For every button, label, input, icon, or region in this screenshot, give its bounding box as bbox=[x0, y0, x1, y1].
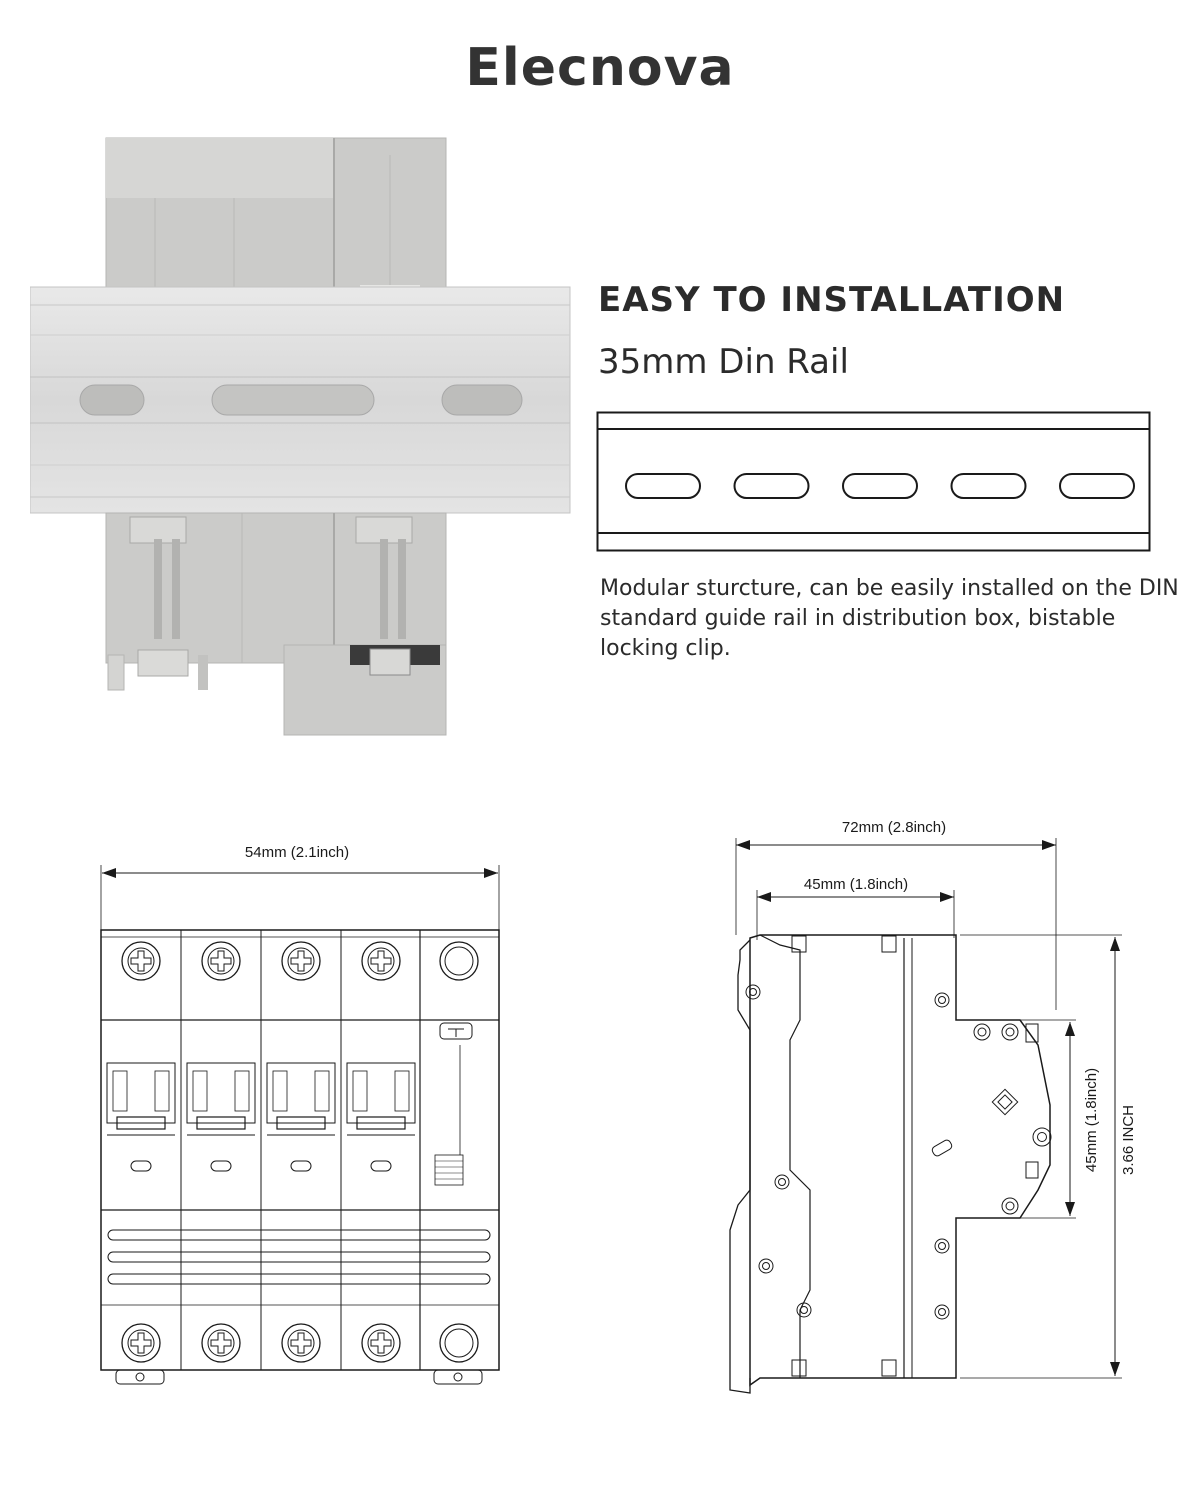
rail-slot bbox=[733, 473, 810, 499]
breaker-pole bbox=[180, 930, 256, 1370]
side-total-depth-label: 72mm (2.8inch) bbox=[842, 819, 946, 836]
front-width-label: 54mm (2.1inch) bbox=[245, 844, 349, 861]
breaker-pole bbox=[260, 930, 336, 1370]
side-total-height-label: 3.66 INCH bbox=[1120, 1105, 1137, 1175]
rail-slot bbox=[842, 473, 918, 499]
product-photo bbox=[30, 137, 571, 736]
brand-logo: Elecnova bbox=[465, 38, 735, 98]
rail-slot bbox=[625, 473, 701, 499]
feature-subheading: 35mm Din Rail bbox=[598, 342, 849, 382]
breaker-pole bbox=[340, 930, 416, 1370]
feature-description: Modular sturcture, can be easily install… bbox=[600, 576, 1179, 661]
side-view-drawing: 72mm (2.8inch) 45mm (1.8inch) bbox=[729, 819, 1137, 1394]
din-rail-diagram bbox=[596, 411, 1151, 552]
breaker-pole bbox=[106, 941, 176, 1363]
rail-slot bbox=[1059, 473, 1135, 499]
rail-slot bbox=[950, 473, 1027, 499]
side-front-height-label: 45mm (1.8inch) bbox=[1083, 1068, 1100, 1172]
side-front-depth-label: 45mm (1.8inch) bbox=[804, 876, 908, 893]
front-view-drawing: 54mm (2.1inch) bbox=[100, 844, 500, 1385]
feature-heading: EASY TO INSTALLATION bbox=[598, 280, 1066, 320]
